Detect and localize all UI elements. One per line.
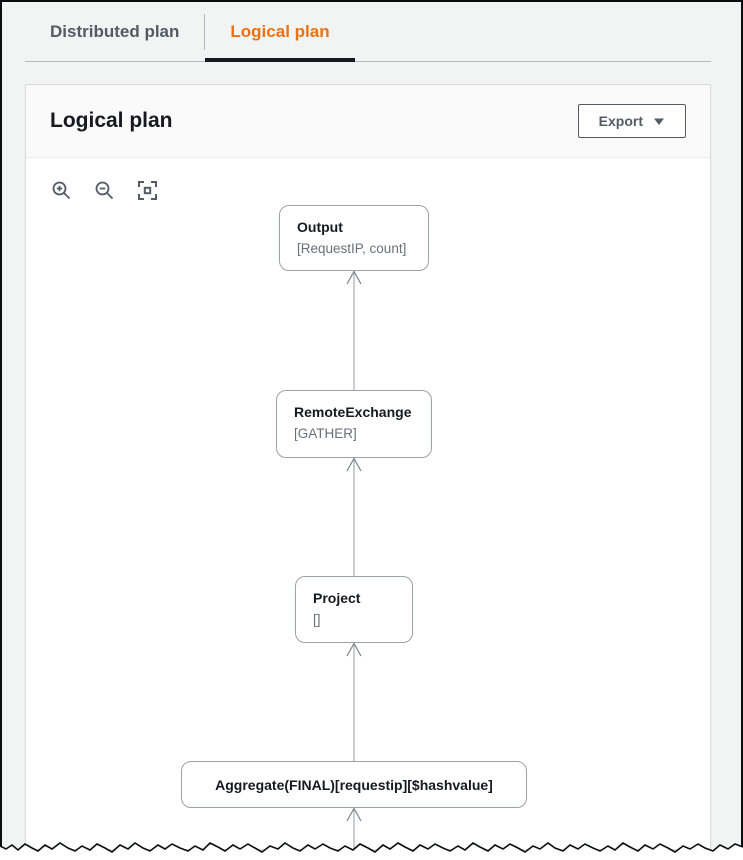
zoom-in-icon[interactable] [51,180,72,201]
node-project-subtitle: [] [313,612,321,627]
node-output-title: Output [297,219,343,235]
node-remote-exchange-title: RemoteExchange [294,404,412,420]
diagram-canvas[interactable]: Output [RequestIP, count] RemoteExchange… [26,158,710,849]
node-aggregate-title: Aggregate(FINAL)[requestip][$hashvalue] [215,776,493,793]
tab-distributed-plan[interactable]: Distributed plan [25,2,204,62]
plan-tabs: Distributed plan Logical plan [25,2,355,62]
node-project: Project [] [295,576,413,643]
node-remote-exchange-subtitle: [GATHER] [294,426,357,441]
export-button-label: Export [598,113,643,129]
tab-logical-plan-label: Logical plan [230,22,330,41]
zoom-out-icon[interactable] [94,180,115,201]
fit-to-screen-icon[interactable] [137,180,158,201]
node-remote-exchange: RemoteExchange [GATHER] [276,390,432,458]
tab-logical-plan[interactable]: Logical plan [205,2,355,62]
node-output: Output [RequestIP, count] [279,205,429,271]
export-button[interactable]: Export [577,104,686,138]
canvas-toolbar [51,180,158,201]
node-project-title: Project [313,590,361,606]
panel-header: Logical plan Export [26,85,710,158]
diagram-edges [346,270,362,849]
tab-distributed-plan-label: Distributed plan [50,22,180,41]
node-aggregate: Aggregate(FINAL)[requestip][$hashvalue] [181,761,527,808]
node-output-subtitle: [RequestIP, count] [297,241,407,256]
panel-title: Logical plan [50,109,173,132]
caret-down-icon [653,113,665,129]
logical-plan-panel: Logical plan Export [25,84,711,850]
tabstrip-divider-line [25,61,711,62]
tab-divider [204,14,206,50]
